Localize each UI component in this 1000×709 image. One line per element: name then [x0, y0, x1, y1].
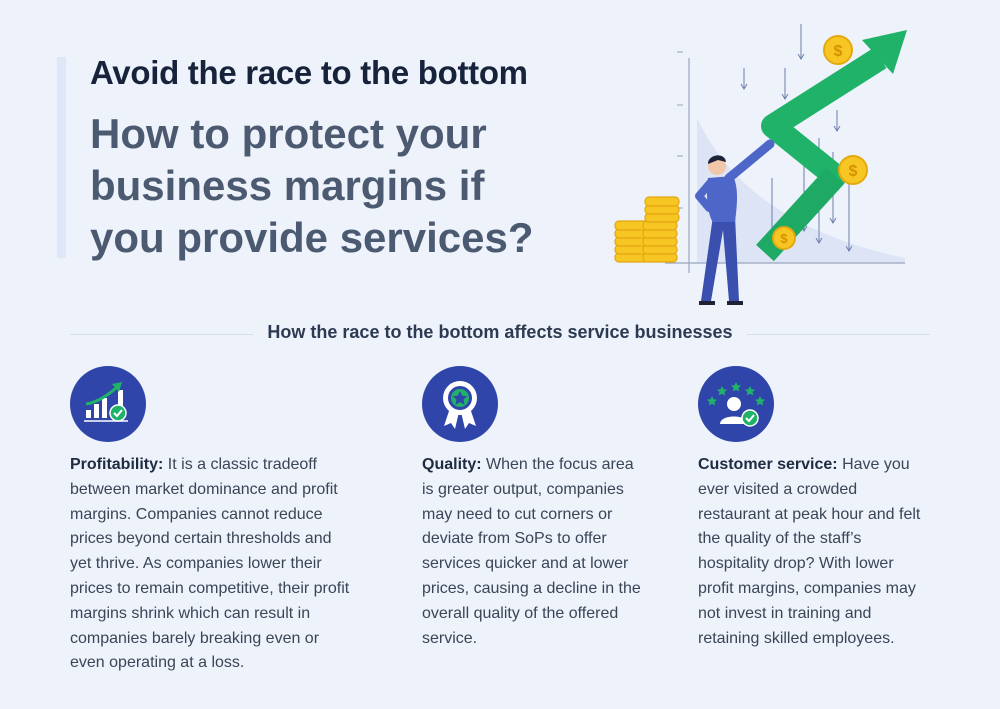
customer-service-heading: Customer service:: [698, 456, 838, 473]
quality-column: Quality: When the focus area is greater …: [422, 366, 647, 651]
growth-chart-check-icon: [70, 366, 146, 442]
svg-text:$: $: [849, 163, 858, 180]
svg-text:$: $: [780, 231, 788, 246]
profitability-body: It is a classic tradeoff between market …: [70, 456, 350, 672]
section-title: How the race to the bottom affects servi…: [253, 322, 747, 342]
decline-curve-area: [697, 118, 905, 263]
title-accent-bar: [57, 57, 66, 258]
customer-service-text: Customer service: Have you ever visited …: [698, 453, 928, 651]
svg-text:$: $: [834, 43, 843, 60]
growth-arrow: [756, 47, 887, 262]
award-ribbon-icon: [422, 366, 498, 442]
page-title: Avoid the race to the bottom: [90, 54, 528, 91]
dollar-coin-icon: $: [772, 226, 796, 250]
profitability-text: Profitability: It is a classic tradeoff …: [70, 453, 355, 676]
profitability-column: Profitability: It is a classic tradeoff …: [70, 366, 355, 676]
growth-arrow-head: [862, 30, 907, 74]
dollar-coin-icon: $: [838, 155, 868, 185]
customer-service-body: Have you ever visited a crowded restaura…: [698, 456, 921, 647]
dollar-coin-icon: $: [823, 35, 853, 65]
quality-body: When the focus area is greater output, c…: [422, 456, 641, 647]
person-pointing-icon: [695, 139, 775, 305]
customer-service-column: Customer service: Have you ever visited …: [698, 366, 928, 651]
profitability-heading: Profitability:: [70, 456, 164, 473]
section-title-wrap: How the race to the bottom affects servi…: [0, 322, 1000, 343]
quality-heading: Quality:: [422, 456, 482, 473]
customer-rating-icon: [698, 366, 774, 442]
coin-stack-icon: [614, 196, 680, 263]
page-subtitle: How to protect your business margins if …: [90, 110, 534, 261]
quality-text: Quality: When the focus area is greater …: [422, 453, 647, 651]
hero-illustration: $ $ $: [614, 24, 907, 305]
